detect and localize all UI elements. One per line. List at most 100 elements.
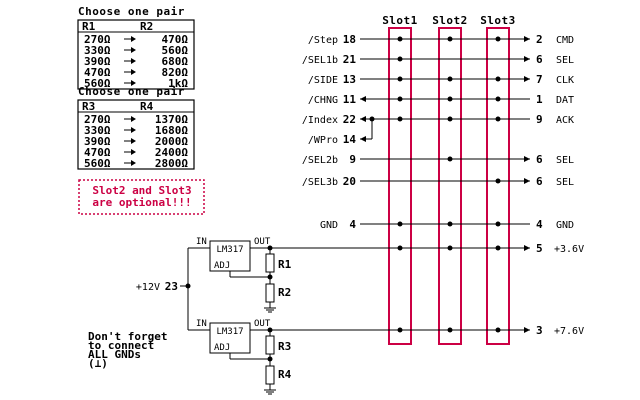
note-gnd-text: Don't forget xyxy=(88,330,167,343)
wpro-pin: 14 xyxy=(343,133,357,146)
signal-label: GND xyxy=(320,220,338,231)
connector-pin: 9 xyxy=(536,113,543,126)
table-frame xyxy=(77,19,195,90)
resistor-bottom xyxy=(265,365,275,385)
regulator-in-label: IN xyxy=(196,319,207,329)
connector-pin: 5 xyxy=(536,242,543,255)
note-gnd-text: ALL GNDs xyxy=(88,348,141,361)
note-gnd-text: to connect xyxy=(88,339,154,352)
signal-label: /Step xyxy=(308,35,338,46)
resistor-label: R1 xyxy=(278,258,292,271)
slot-junction-dot xyxy=(397,245,403,251)
table-cell: 820Ω xyxy=(162,66,189,79)
supply-pin: 23 xyxy=(165,280,178,293)
connector-pin: 3 xyxy=(536,324,543,337)
signal-pin: 11 xyxy=(343,93,357,106)
signal-label: /SEL3b xyxy=(302,177,338,188)
supply-label: +12V xyxy=(136,282,160,293)
slot-junction-dot xyxy=(397,76,403,82)
slot-junction-dot xyxy=(447,116,453,122)
arrow-right-icon xyxy=(131,69,136,75)
slot-junction-dot xyxy=(447,221,453,227)
slot-junction-dot xyxy=(447,36,453,42)
connector-pin: 6 xyxy=(536,175,543,188)
slot-junction-dot xyxy=(397,116,403,122)
table-frame xyxy=(77,99,195,170)
arrow-right-icon xyxy=(131,127,136,133)
table-title: Choose one pair xyxy=(78,5,185,18)
regulator-in-label: IN xyxy=(196,237,207,247)
signal-label: /SIDE xyxy=(308,75,338,86)
arrow-right-icon xyxy=(131,47,136,53)
signal-pin: 9 xyxy=(349,153,356,166)
slot-junction-dot xyxy=(447,156,453,162)
note-optional-frame xyxy=(78,179,205,215)
arrow-right-icon xyxy=(131,80,136,86)
slot-junction-dot xyxy=(495,76,501,82)
slot-junction-dot xyxy=(447,96,453,102)
regulator-body xyxy=(209,240,251,272)
connector-label: ACK xyxy=(556,115,574,126)
arrow-right-icon xyxy=(131,160,136,166)
slot-junction-dot xyxy=(495,96,501,102)
slot-header: Slot1 xyxy=(382,14,418,27)
note-optional-text: Slot2 and Slot3 xyxy=(92,184,191,197)
table-cell: 470Ω xyxy=(84,66,111,79)
signal-pin: 21 xyxy=(343,53,357,66)
connector-pin: 6 xyxy=(536,153,543,166)
slot-junction-dot xyxy=(397,96,403,102)
slot-junction-dot xyxy=(447,76,453,82)
connector-label: SEL xyxy=(556,55,574,66)
table-cell: 390Ω xyxy=(84,55,111,68)
regulator-out-label: OUT xyxy=(254,237,271,247)
regulator-out-label: OUT xyxy=(254,319,271,329)
table-cell: 2800Ω xyxy=(155,157,188,170)
slot-junction-dot xyxy=(495,116,501,122)
signal-label: /SEL2b xyxy=(302,155,338,166)
junction-dot xyxy=(185,283,191,289)
table-cell: 1kΩ xyxy=(168,77,188,90)
regulator-adj-label: ADJ xyxy=(214,343,230,353)
resistor-bottom xyxy=(265,283,275,303)
table-cell: 680Ω xyxy=(162,55,189,68)
table-cell: 560Ω xyxy=(84,77,111,90)
slot-header: Slot3 xyxy=(480,14,516,27)
slot-junction-dot xyxy=(495,327,501,333)
arrow-right-icon xyxy=(524,76,530,82)
table-header: R4 xyxy=(140,100,154,113)
connector-label: GND xyxy=(556,220,574,231)
table-cell: 560Ω xyxy=(84,157,111,170)
arrow-right-icon xyxy=(524,56,530,62)
table-cell: 1370Ω xyxy=(155,113,188,126)
connector-label: CMD xyxy=(556,35,574,46)
signal-label: /CHNG xyxy=(308,95,338,106)
table-header: R1 xyxy=(82,20,96,33)
slot-junction-dot xyxy=(447,245,453,251)
slot-junction-dot xyxy=(397,56,403,62)
table-cell: 2400Ω xyxy=(155,146,188,159)
slot-junction-dot xyxy=(397,327,403,333)
table-cell: 1680Ω xyxy=(155,124,188,137)
arrow-right-icon xyxy=(524,327,530,333)
arrow-left-icon xyxy=(360,96,366,102)
connector-pin: 2 xyxy=(536,33,543,46)
arrow-right-icon xyxy=(131,58,136,64)
signal-pin: 20 xyxy=(343,175,356,188)
table-cell: 270Ω xyxy=(84,113,111,126)
slot-junction-dot xyxy=(447,327,453,333)
signal-pin: 18 xyxy=(343,33,356,46)
arrow-right-icon xyxy=(524,156,530,162)
signal-pin: 13 xyxy=(343,73,356,86)
connector-label: CLK xyxy=(556,75,574,86)
arrow-right-icon xyxy=(524,245,530,251)
signal-label: /Index xyxy=(302,115,338,126)
slot-header: Slot2 xyxy=(432,14,468,27)
arrow-right-icon xyxy=(131,116,136,122)
connector-pin: 1 xyxy=(536,93,543,106)
regulator-name: LM317 xyxy=(216,245,243,255)
table-cell: 270Ω xyxy=(84,33,111,46)
slot-column-frame xyxy=(388,27,412,345)
resistor-label: R4 xyxy=(278,368,292,381)
connector-pin: 4 xyxy=(536,218,543,231)
